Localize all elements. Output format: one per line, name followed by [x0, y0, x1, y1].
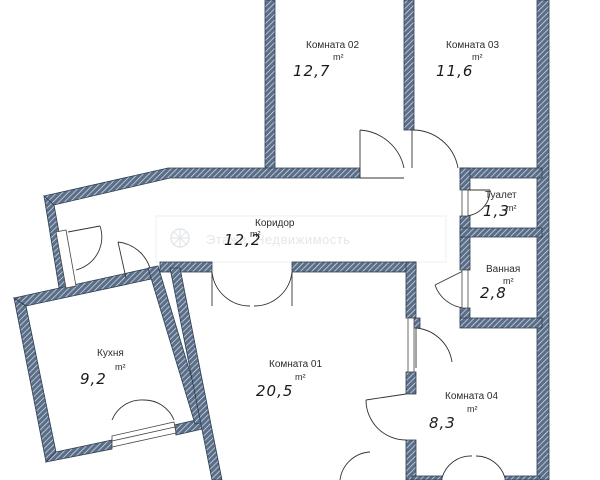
- window-icon: [461, 269, 469, 309]
- wall-segment: [459, 317, 543, 329]
- room-unit: m²: [472, 52, 483, 62]
- room-area: 11,6: [436, 62, 473, 80]
- wall-segment: [169, 267, 223, 480]
- room-name: Комната 03: [446, 40, 499, 51]
- wall-segment: [504, 475, 541, 480]
- watermark-logo-icon: [170, 228, 190, 248]
- windows: [55, 189, 469, 448]
- room-01: Комната 01 m² 20,5: [256, 359, 322, 400]
- room-02: Комната 02 m² 12,7: [293, 40, 359, 80]
- toilet: Туалет m² 1,3: [483, 190, 517, 220]
- window-icon: [407, 317, 415, 373]
- room-unit: m²: [295, 372, 306, 382]
- door-icon: [365, 393, 407, 441]
- door-icon: [441, 455, 506, 479]
- door-icon: [415, 327, 453, 368]
- room-area: 20,5: [256, 382, 293, 400]
- room-unit: m²: [115, 362, 126, 372]
- window-icon: [461, 189, 469, 217]
- wall-segment: [403, 0, 415, 131]
- wall-segment: [291, 261, 417, 273]
- door-icon: [359, 129, 405, 179]
- doors: [67, 129, 506, 480]
- room-unit: m²: [506, 203, 517, 213]
- room-name: Комната 02: [306, 40, 359, 51]
- room-area: 8,3: [429, 414, 456, 432]
- corridor: Коридор m² 12,2: [224, 218, 295, 249]
- room-name: Комната 01: [269, 359, 322, 370]
- wall-segment: [12, 267, 157, 307]
- kitchen: Кухня m² 9,2: [80, 348, 126, 388]
- room-name: Кухня: [97, 348, 124, 359]
- wall-segment: [459, 227, 543, 238]
- door-icon: [117, 241, 151, 279]
- room-unit: m²: [250, 229, 261, 239]
- room-area: 12,2: [224, 231, 261, 249]
- labels: Комната 02 m² 12,7 Комната 03 m² 11,6 Ту…: [80, 40, 520, 432]
- wall-segment: [159, 261, 213, 273]
- wall-segment: [459, 167, 471, 191]
- room-area: 1,3: [483, 202, 510, 220]
- window-icon: [111, 421, 177, 448]
- watermark-text: Этажи. Недвижимость: [206, 232, 351, 247]
- wall-segment: [459, 167, 543, 179]
- room-name: Коридор: [255, 218, 295, 229]
- door-icon: [67, 225, 103, 271]
- room-unit: m²: [503, 276, 514, 286]
- room-unit: m²: [333, 52, 344, 62]
- walls: [12, 0, 550, 480]
- door-icon: [434, 269, 466, 309]
- door-icon: [464, 189, 491, 217]
- room-area: 2,8: [480, 284, 507, 302]
- wall-segment: [405, 439, 417, 480]
- room-name: Ванная: [486, 264, 520, 275]
- door-icon: [339, 451, 371, 480]
- door-icon: [411, 129, 459, 169]
- room-area: 9,2: [80, 370, 107, 388]
- watermark: Этажи. Недвижимость: [155, 215, 447, 263]
- wall-segment: [405, 261, 417, 319]
- room-unit: m²: [467, 404, 478, 414]
- wall-segment: [13, 297, 57, 463]
- room-03: Комната 03 m² 11,6: [436, 40, 499, 80]
- wall-segment: [459, 215, 471, 271]
- wall-segment: [43, 167, 361, 206]
- bathroom: Ванная m² 2,8: [480, 264, 520, 302]
- wall-segment: [536, 0, 550, 480]
- room-04: Комната 04 m² 8,3: [429, 391, 498, 432]
- window-icon: [55, 229, 77, 289]
- room-area: 12,7: [293, 62, 330, 80]
- door-icon: [211, 271, 293, 307]
- room-name: Комната 04: [445, 391, 498, 402]
- wall-segment: [411, 475, 443, 480]
- door-icon: [111, 399, 175, 421]
- wall-segment: [405, 371, 417, 395]
- room-name: Туалет: [485, 190, 517, 201]
- wall-segment: [264, 0, 276, 171]
